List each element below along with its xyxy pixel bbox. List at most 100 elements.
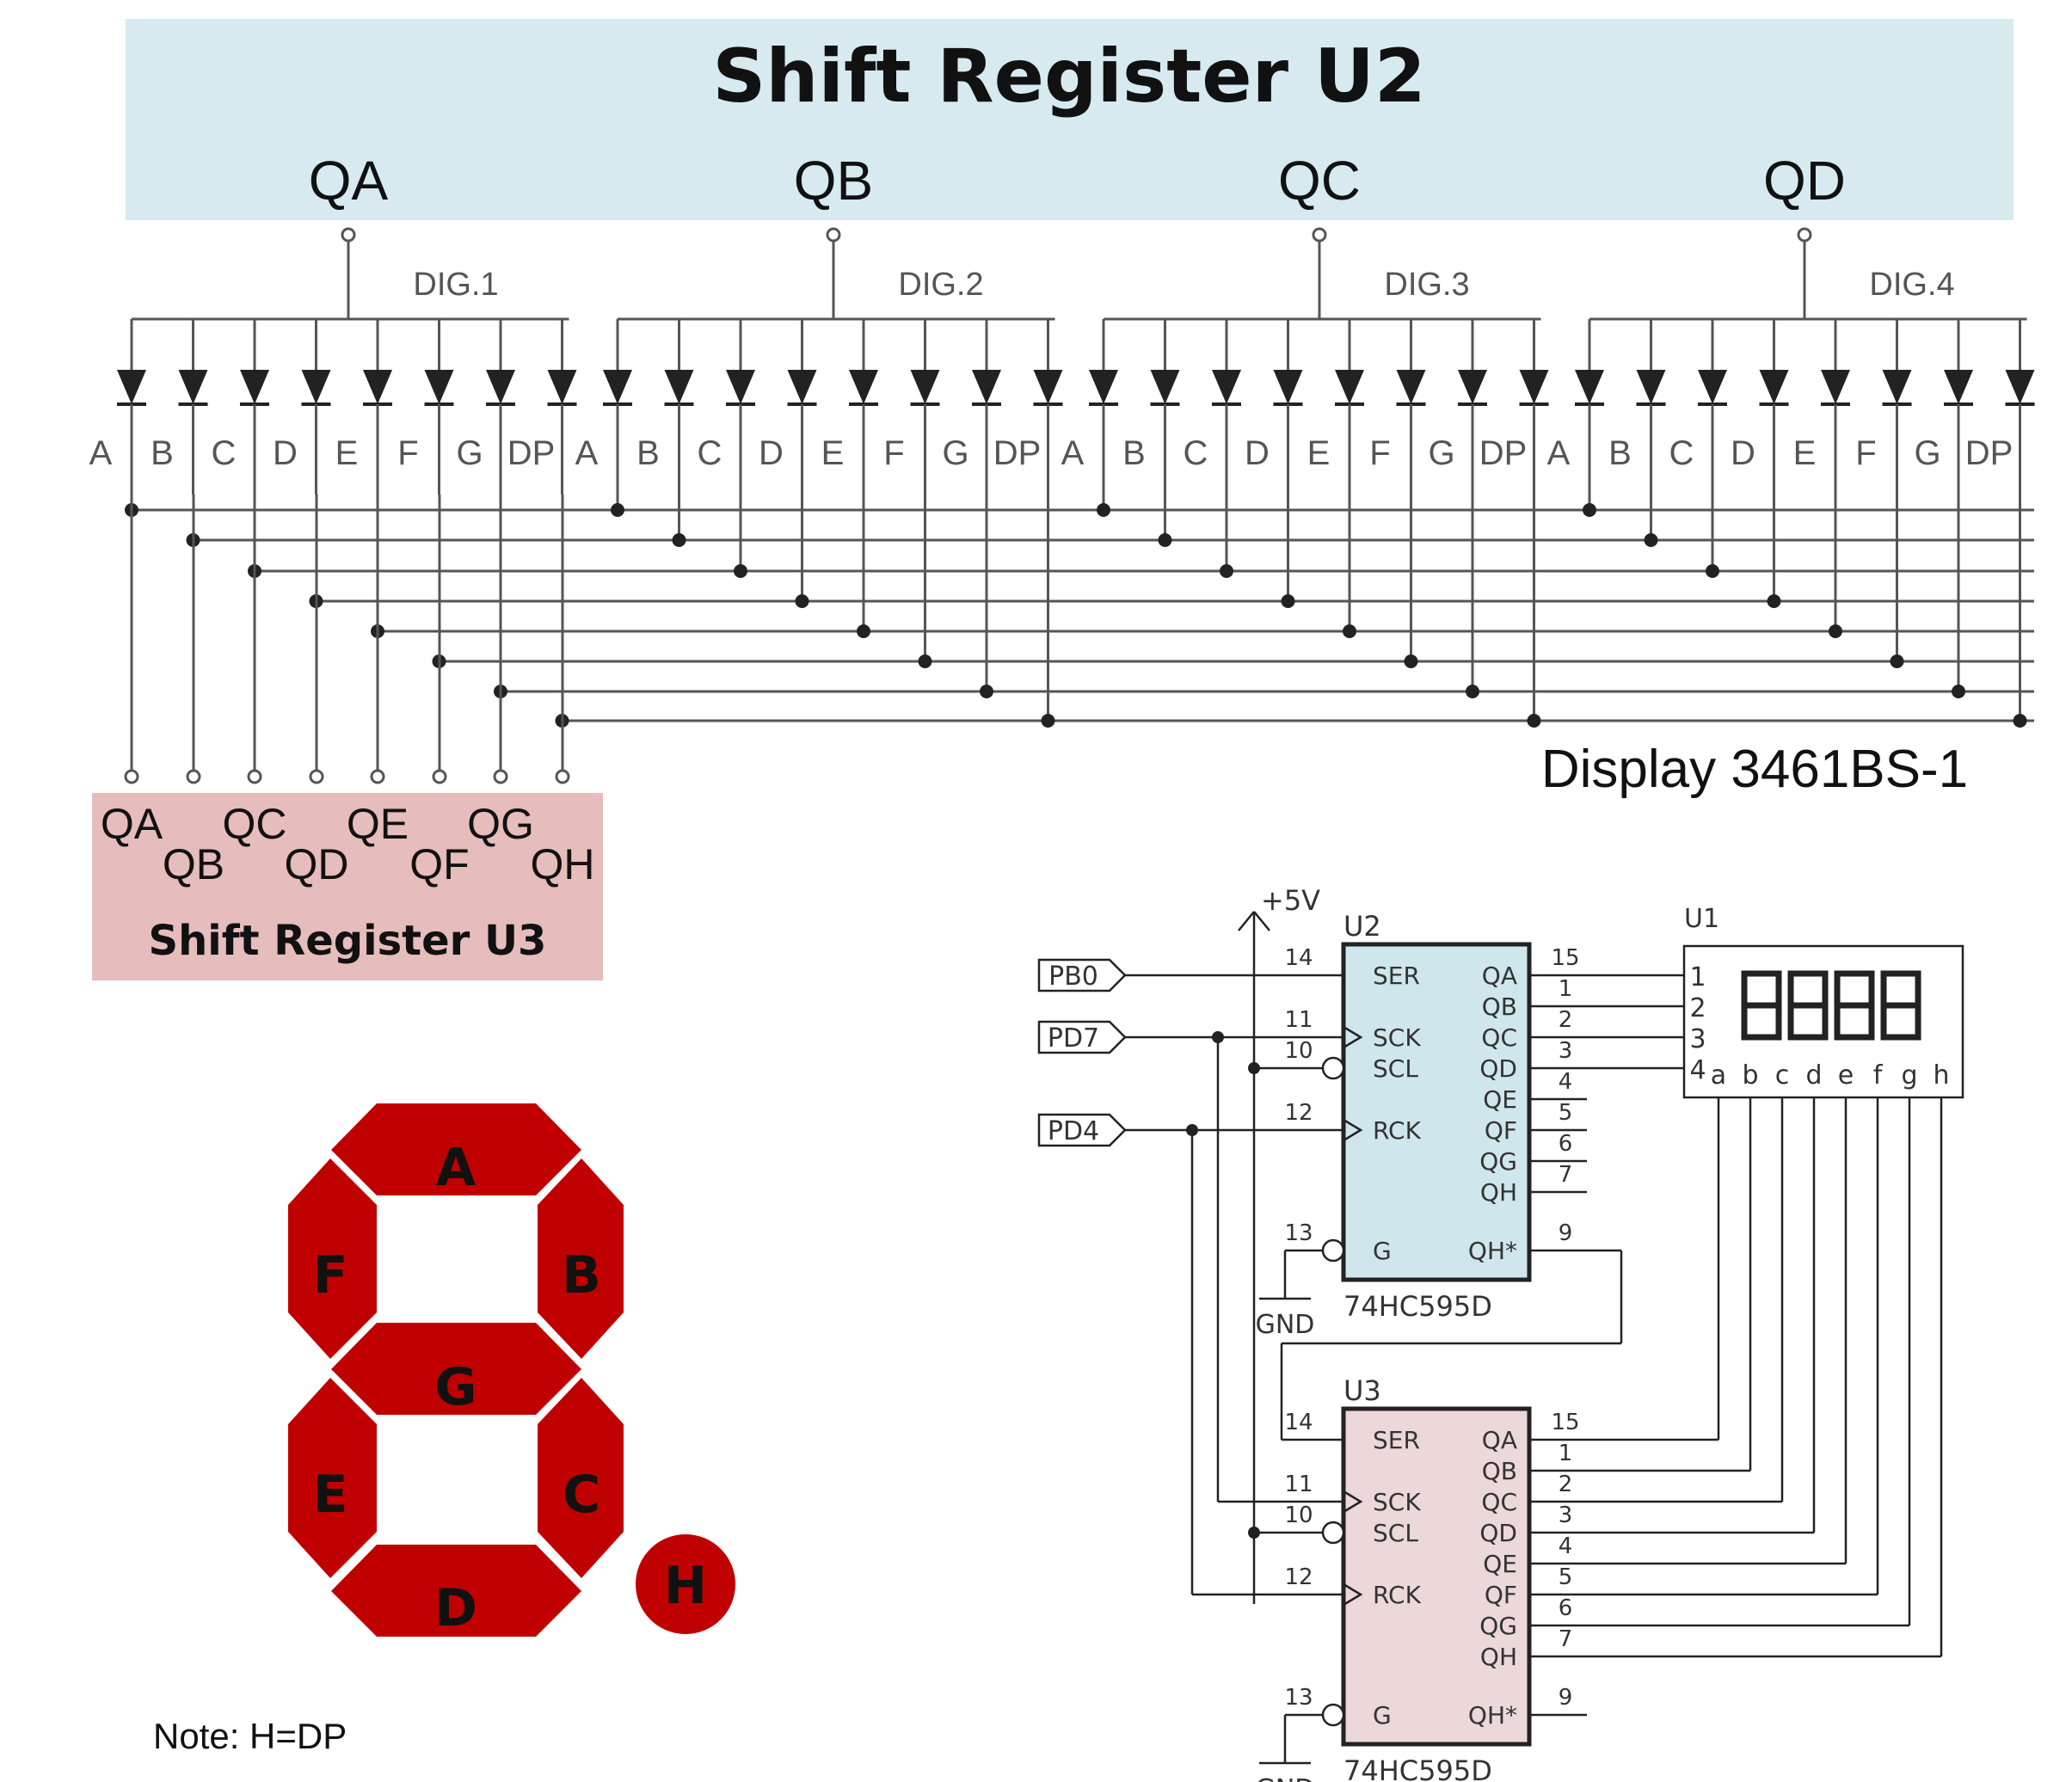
- segment-shape: [331, 1103, 581, 1195]
- led-diode-symbol: [1636, 370, 1666, 404]
- pin-number: 11: [1284, 1472, 1313, 1497]
- inverted-input: [1321, 1238, 1345, 1263]
- ground-label: GND: [1256, 1774, 1315, 1782]
- junction-dot: [795, 594, 809, 608]
- port-flag: [1037, 1020, 1127, 1054]
- segment-pin-label: E: [1307, 434, 1331, 472]
- chip-u2: [1341, 942, 1532, 1282]
- led-diode-symbol: [1335, 370, 1364, 404]
- pin-name: QA: [1482, 962, 1517, 990]
- led-diode-symbol: [301, 370, 331, 404]
- pin-name: QH*: [1468, 1701, 1517, 1730]
- pin-number: 9: [1559, 1220, 1573, 1246]
- led-diode-symbol: [726, 370, 755, 404]
- pin-number: 9: [1559, 1685, 1573, 1711]
- digit-label: DIG.2: [898, 267, 983, 303]
- led-diode-symbol: [240, 370, 269, 404]
- junction-dot: [918, 654, 932, 668]
- segment-note: Note: H=DP: [153, 1716, 347, 1756]
- segment-pin-label: A: [1547, 434, 1571, 472]
- port-label: PD4: [1048, 1116, 1099, 1146]
- segment-pin-label: F: [1855, 434, 1876, 472]
- segment-terminal: [309, 769, 324, 784]
- pin-name: QE: [1483, 1550, 1517, 1578]
- digit-terminal: [826, 227, 841, 243]
- junction-dot: [611, 503, 624, 517]
- pin-number: 3: [1559, 1038, 1573, 1064]
- junction-dot: [1644, 533, 1658, 547]
- u3-output-label: QE: [347, 800, 409, 848]
- chip-reference: U2: [1343, 910, 1381, 943]
- segment-terminal: [432, 769, 447, 784]
- pin-name: QF: [1485, 1581, 1517, 1609]
- u1-segment-pin: d: [1805, 1060, 1822, 1091]
- u2-output-qd: QD: [1763, 150, 1846, 212]
- junction-dot: [734, 564, 747, 578]
- segment-pin-label: B: [1122, 434, 1146, 472]
- power-arrow: [1253, 911, 1270, 931]
- segment-letter: E: [313, 1465, 348, 1525]
- pin-name: QE: [1483, 1085, 1517, 1114]
- segment-c: C: [538, 1378, 624, 1578]
- port-pb0: PB0: [1037, 958, 1127, 992]
- chip-reference: U3: [1343, 1374, 1381, 1407]
- led-diode-symbol: [1458, 370, 1487, 404]
- junction-dot: [1706, 564, 1719, 578]
- pin-name: QA: [1482, 1426, 1517, 1454]
- chip-u1: [1682, 944, 1964, 1099]
- led-diode-symbol: [1821, 370, 1850, 404]
- chip-part-number: 74HC595D: [1343, 1290, 1492, 1323]
- segment-pin-label: E: [335, 434, 359, 472]
- port-label: PD7: [1048, 1023, 1099, 1054]
- junction-dot: [1890, 654, 1904, 668]
- junction-dot: [1829, 624, 1842, 638]
- segment-e: E: [288, 1378, 377, 1578]
- junction-dot: [1466, 685, 1479, 698]
- digit-label: DIG.4: [1869, 267, 1954, 303]
- segment-pin-label: F: [883, 434, 904, 472]
- led-diode-symbol: [910, 370, 940, 404]
- led-diode-symbol: [1212, 370, 1241, 404]
- u1-digit-pin: 2: [1689, 993, 1706, 1023]
- led-diode-symbol: [2005, 370, 2035, 404]
- pin-name: QH*: [1468, 1237, 1517, 1265]
- port-flag: [1037, 958, 1127, 992]
- junction-dot: [1767, 594, 1781, 608]
- led-diode-symbol: [972, 370, 1001, 404]
- u2-header-background: [126, 19, 2014, 220]
- segment-a: A: [331, 1103, 581, 1198]
- segment-pin-label: F: [1369, 434, 1390, 472]
- chip-part-number: 74HC595D: [1343, 1754, 1492, 1782]
- u1-segment-pin: c: [1775, 1060, 1790, 1091]
- segment-f: F: [288, 1158, 377, 1359]
- pin-name: SCL: [1373, 1519, 1418, 1547]
- junction-dot: [1041, 714, 1055, 728]
- junction-dot: [1248, 1527, 1260, 1539]
- segment-pin-label: D: [1731, 434, 1755, 472]
- segment-b: B: [538, 1158, 624, 1359]
- led-diode-symbol: [1519, 370, 1549, 404]
- u3-label-title: Shift Register U3: [149, 917, 547, 965]
- u2-output-qb: QB: [794, 150, 873, 212]
- segment-pin-label: E: [1793, 434, 1817, 472]
- junction-dot: [980, 685, 993, 698]
- junction-dot: [857, 624, 870, 638]
- led-diode-symbol: [664, 370, 694, 404]
- segment-pin-label: E: [821, 434, 845, 472]
- led-diode-symbol: [547, 370, 577, 404]
- u3-output-label: QC: [223, 800, 287, 848]
- segment-bus-dp: [555, 495, 2034, 784]
- chip-body: [1341, 1406, 1532, 1747]
- u2-output-qc: QC: [1278, 150, 1361, 212]
- digit-label: DIG.3: [1384, 267, 1469, 303]
- segment-pin-label: D: [273, 434, 298, 472]
- inverted-input: [1321, 1056, 1345, 1080]
- chip-u3: [1341, 1406, 1532, 1747]
- segment-letter: G: [434, 1357, 476, 1417]
- pin-number: 2: [1559, 1472, 1573, 1497]
